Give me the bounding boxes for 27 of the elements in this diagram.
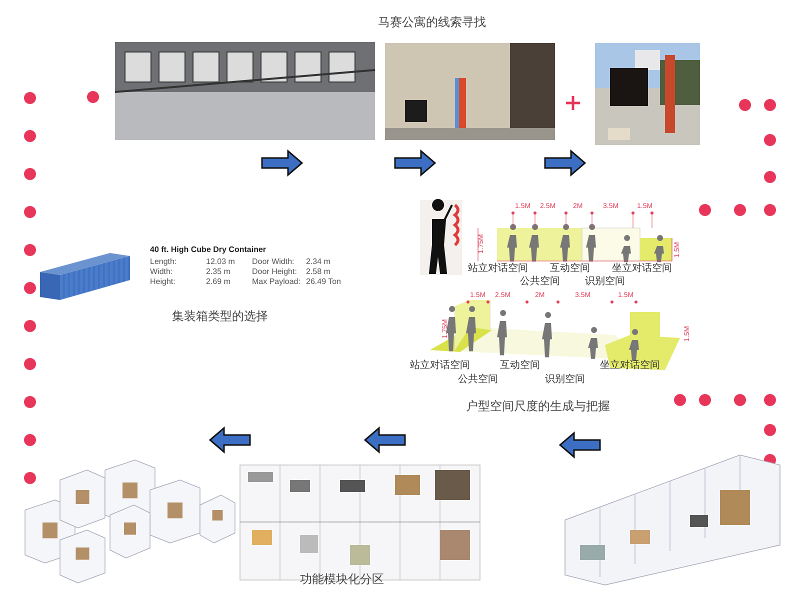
diagram-title: 马赛公寓的线索寻找 (378, 16, 486, 30)
spec-value: 2.69 m (206, 278, 230, 287)
spec-label: Length: (150, 258, 177, 267)
space-label: 互动空间 (500, 360, 540, 371)
spec-label: Door Width: (252, 258, 294, 267)
space-label: 公共空间 (458, 374, 498, 385)
space-label: 公共空间 (520, 276, 560, 287)
space-label: 坐立对话空间 (600, 360, 660, 371)
spec-value: 2.34 m (306, 258, 330, 267)
space-label: 坐立对话空间 (612, 263, 672, 274)
spec-label: Max Payload: (252, 278, 300, 287)
spec-value: 2.35 m (206, 268, 230, 277)
spec-label: Door Height: (252, 268, 297, 277)
spec-value: 2.58 m (306, 268, 330, 277)
caption: 功能模块化分区 (300, 573, 384, 586)
space-label: 站立对话空间 (468, 263, 528, 274)
spec-value: 12.03 m (206, 258, 235, 267)
space-label: 识别空间 (585, 276, 625, 287)
space-label: 互动空间 (550, 263, 590, 274)
spec-value: 26.49 Ton (306, 278, 341, 287)
caption: 集装箱类型的选择 (172, 310, 268, 324)
space-label: 识别空间 (545, 374, 585, 385)
container-spec-heading: 40 ft. High Cube Dry Container (150, 246, 266, 255)
caption: 户型空间尺度的生成与把握 (466, 400, 610, 414)
spec-label: Height: (150, 278, 176, 287)
spec-label: Width: (150, 268, 173, 277)
space-label: 站立对话空间 (410, 360, 470, 371)
